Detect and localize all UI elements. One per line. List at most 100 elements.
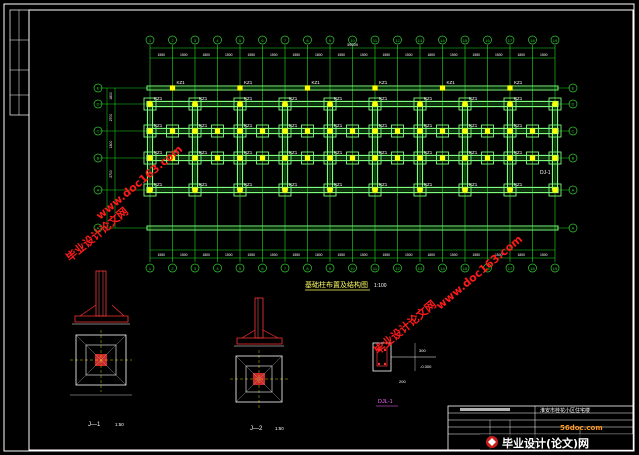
column-tag-top: KZ1 — [312, 80, 321, 85]
axis-label-bottom: 2 — [171, 266, 174, 271]
section-j1-scale: 1:50 — [115, 422, 124, 427]
axis-label-bottom: 13 — [418, 266, 423, 271]
axis-label-top: 10 — [350, 38, 355, 43]
column-kz1 — [394, 155, 401, 161]
drawing-frame — [3, 3, 635, 452]
footing-outline — [301, 151, 314, 165]
bottom-dim-text: 1550 — [247, 253, 255, 257]
footing-outline — [548, 124, 562, 138]
top-dim-text: 1500 — [270, 53, 278, 57]
axis-label-top: 13 — [418, 38, 423, 43]
column-tag: KZ1 — [514, 182, 523, 187]
column-kz1 — [507, 155, 513, 161]
column-kz1 — [214, 155, 221, 161]
footing-outline — [278, 151, 292, 165]
footing-outline — [323, 183, 337, 197]
column-kz1 — [259, 128, 266, 134]
column-kz1 — [372, 101, 378, 107]
site-domain: 56doc.com — [560, 424, 603, 432]
footing-outline — [458, 183, 472, 197]
axis-label-top: 1 — [149, 38, 152, 43]
column-tag: KZ1 — [514, 150, 523, 155]
top-dim-text: 1500 — [360, 53, 368, 57]
footing-outline — [188, 183, 202, 197]
footing-outline — [256, 124, 269, 138]
axis-bubble-top — [280, 35, 290, 45]
axis-bubble-top — [235, 35, 245, 45]
foundation-plan: 1122334455667788991010111112121313141415… — [93, 35, 578, 273]
footing-outline — [503, 183, 517, 197]
footing-outline — [413, 97, 427, 111]
column-kz1 — [169, 128, 176, 134]
axis-label-bottom: 9 — [329, 266, 332, 271]
axis-bubble-top — [348, 35, 357, 45]
column-tag-top: KZ1 — [447, 80, 456, 85]
column-kz1 — [192, 128, 198, 134]
axis-bubble-left — [93, 126, 103, 136]
column-kz1 — [304, 155, 311, 161]
axis-bubble-left — [93, 99, 103, 109]
section-j1-label: J—1 — [88, 422, 101, 428]
footing-outline — [413, 124, 427, 138]
column-kz1 — [192, 187, 198, 193]
bottom-dim-text: 1500 — [405, 253, 413, 257]
section-djl1-label: DJL-1 — [378, 399, 393, 405]
footing-outline — [233, 97, 247, 111]
footing-outline — [368, 124, 382, 138]
left-dim-text: 1800 — [109, 141, 113, 149]
column-kz1 — [282, 128, 288, 134]
axis-bubble-top — [415, 35, 425, 45]
axis-bubble-left — [93, 223, 103, 233]
axis-label-left: D — [97, 102, 100, 107]
footing-outline — [346, 124, 359, 138]
footing-outline — [143, 124, 157, 138]
overall-dim-text: 39600 — [347, 42, 359, 47]
footing-outline — [458, 151, 472, 165]
top-dim-text: 1550 — [292, 53, 300, 57]
axis-label-top: 4 — [216, 38, 219, 43]
axis-label-right: D — [572, 102, 575, 107]
footing-outline — [166, 124, 179, 138]
column-tag: KZ1 — [379, 150, 388, 155]
bottom-dim-text: 1550 — [382, 253, 390, 257]
inner-frame — [28, 9, 634, 451]
axis-bubble-top — [190, 35, 200, 45]
axis-bubble-bottom — [415, 263, 425, 273]
footing-outline — [323, 151, 337, 165]
axis-bubble-top — [550, 35, 560, 45]
footing-outline — [526, 151, 539, 165]
section-mark-dj1: DJ-1 — [540, 170, 551, 176]
plan-scale: 1:100 — [374, 283, 387, 289]
axis-bubble-top — [438, 35, 447, 45]
footing-outline — [188, 151, 202, 165]
column-tag: KZ1 — [379, 96, 388, 101]
column-tag: KZ1 — [514, 123, 523, 128]
bottom-dim-text: 1500 — [495, 253, 503, 257]
top-dim-text: 1550 — [337, 53, 345, 57]
column-kz1 — [372, 155, 378, 161]
bottom-dim-text: 1500 — [450, 253, 458, 257]
axis-bubble-top — [483, 35, 492, 45]
column-kz1-top — [237, 85, 243, 91]
column-tag: KZ1 — [154, 96, 163, 101]
column-kz1 — [462, 155, 468, 161]
column-kz1-top — [507, 85, 513, 91]
site-logo — [480, 434, 633, 450]
axis-bubble-right — [568, 223, 578, 233]
column-tag: KZ1 — [334, 150, 343, 155]
footing-outline — [413, 183, 427, 197]
column-kz1 — [417, 155, 423, 161]
axis-label-right: A — [572, 188, 575, 193]
footing-outline — [503, 151, 517, 165]
footer-brand: 毕业设计(论文)网 — [502, 436, 589, 450]
column-kz1 — [214, 128, 221, 134]
column-kz1 — [147, 128, 153, 134]
column-kz1 — [282, 155, 288, 161]
axis-label-left: E — [97, 86, 100, 91]
footing-outline — [458, 124, 472, 138]
project-name: 淮安市桂花小区住宅楼 — [540, 407, 590, 414]
axis-bubble-top — [528, 35, 537, 45]
footing-outline — [413, 151, 427, 165]
axis-label-top: 15 — [463, 38, 468, 43]
axis-label-top: 5 — [239, 38, 242, 43]
